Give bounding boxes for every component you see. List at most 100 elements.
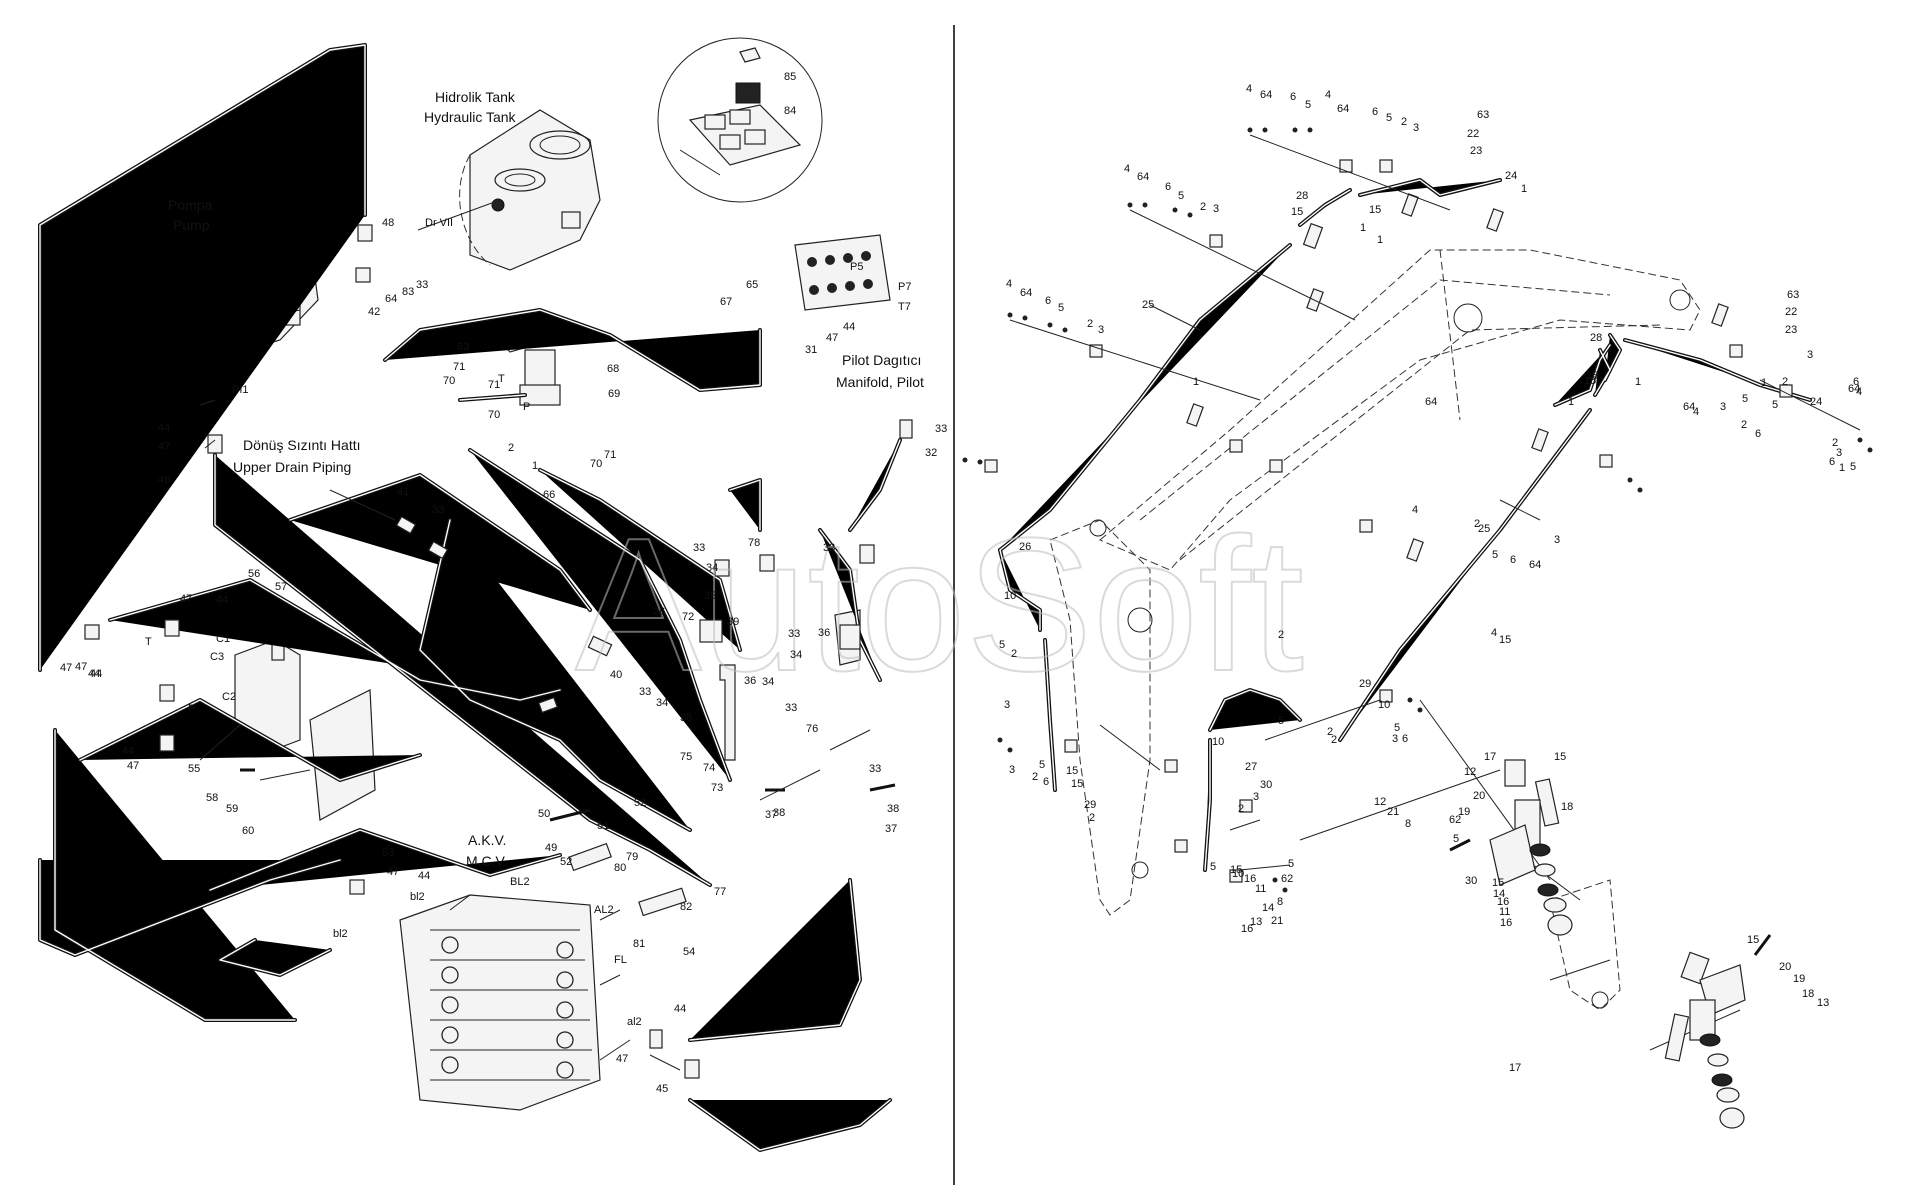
callout-number: 3 <box>1098 324 1104 336</box>
callout-number: 15 <box>1291 206 1303 218</box>
bolt-rows <box>962 127 1873 893</box>
callout-number: 70 <box>443 375 455 387</box>
port-label: bl2 <box>410 891 425 903</box>
callout-number: 47 <box>387 866 399 878</box>
callout-number: 68 <box>607 363 619 375</box>
callout-number: 37 <box>765 809 777 821</box>
callout-number: 62 <box>1281 873 1293 885</box>
callout-number: 3 <box>1009 764 1015 776</box>
callout-number: 25 <box>1478 523 1490 535</box>
callout-number: 78 <box>748 537 760 549</box>
port-label: C1 <box>216 633 230 645</box>
exploded-fittings <box>1449 759 1772 1129</box>
clamps <box>984 159 1793 883</box>
callout-number: 75 <box>680 751 692 763</box>
callout-number: 44 <box>158 422 170 434</box>
callout-number: 6 <box>1402 733 1408 745</box>
callout-number: 4 <box>1325 89 1331 101</box>
callout-number: 33 <box>416 279 428 291</box>
callout-number: 5 <box>1850 461 1856 473</box>
callout-number: 2 <box>1089 812 1095 824</box>
callout-number: 67 <box>720 296 732 308</box>
callout-number: 79 <box>626 851 638 863</box>
callout-number: 15 <box>1584 375 1596 387</box>
callout-number: 55 <box>188 763 200 775</box>
callout-number: 36 <box>680 712 692 724</box>
callout-number: 6 <box>1510 554 1516 566</box>
callout-number: 70 <box>590 458 602 470</box>
callout-number: 22 <box>1785 306 1797 318</box>
callout-number: 4 <box>1693 406 1699 418</box>
callout-number: 81 <box>633 938 645 950</box>
captions: Pompa Pump Hidrolik Tank Hydraulic Tank … <box>168 89 924 869</box>
callout-number: 63 <box>457 341 469 353</box>
callout-number: 44 <box>216 594 228 606</box>
callout-number: 1 <box>1635 376 1641 388</box>
callout-number: 47 <box>127 760 139 772</box>
pump-caption-en: Pump <box>173 217 210 233</box>
port-label: P <box>188 703 195 715</box>
callout-number: 5 <box>1305 99 1311 111</box>
callout-number: 71 <box>488 379 500 391</box>
callout-number: 5 <box>1772 399 1778 411</box>
callout-number: 44 <box>674 1003 686 1015</box>
port-label: C2 <box>222 691 236 703</box>
callout-number: 33 <box>432 504 444 516</box>
callout-number: 6 <box>1372 106 1378 118</box>
callout-number: 19 <box>1458 806 1470 818</box>
callout-number: 40 <box>610 669 622 681</box>
callout-number: 19 <box>1793 973 1805 985</box>
callout-number: 15 <box>1499 634 1511 646</box>
callout-number: 4 <box>1491 627 1497 639</box>
callout-number: 6 <box>1045 295 1051 307</box>
callout-number: 56 <box>248 568 260 580</box>
callout-number: 18 <box>1561 801 1573 813</box>
callout-number: 20 <box>1779 961 1791 973</box>
callout-number: 64 <box>1425 396 1437 408</box>
callout-number: 5 <box>1394 722 1400 734</box>
callout-number: 3 <box>1004 699 1010 711</box>
callout-number: 2 <box>1032 771 1038 783</box>
callout-number: 5 <box>1386 112 1392 124</box>
callout-number: 44 <box>418 870 430 882</box>
callout-number: 5 <box>1278 715 1284 727</box>
callout-number: 27 <box>1245 761 1257 773</box>
callout-number: 10 <box>1212 736 1224 748</box>
callout-number: 3 <box>1836 447 1842 459</box>
callout-number: 6 <box>1165 181 1171 193</box>
leaders-left <box>199 199 871 1071</box>
boom-outline <box>1099 249 1701 571</box>
callout-number: 64 <box>1260 89 1272 101</box>
callout-number: 6 <box>1853 376 1859 388</box>
callout-number: 80 <box>614 862 626 874</box>
callout-number: 1 <box>1193 376 1199 388</box>
callout-number: 83 <box>402 286 414 298</box>
callout-number: 3 <box>1807 349 1813 361</box>
callout-number: 10 <box>1378 699 1390 711</box>
port-label: P7 <box>898 281 911 293</box>
callout-number: 2 <box>1474 518 1480 530</box>
callout-number: 58 <box>206 792 218 804</box>
callout-number: 42 <box>368 306 380 318</box>
callout-number: 33 <box>869 763 881 775</box>
callout-number: 15 <box>1230 864 1242 876</box>
callout-number: 28 <box>1590 332 1602 344</box>
callout-number: 15 <box>1747 934 1759 946</box>
callout-number: 33 <box>693 542 705 554</box>
callout-number: 76 <box>806 723 818 735</box>
callout-number: 6 <box>1755 428 1761 440</box>
callout-number: 6 <box>1829 456 1835 468</box>
callout-number: 46 <box>158 474 170 486</box>
callout-number: 11 <box>1499 906 1510 918</box>
callout-number: 3 <box>1720 401 1726 413</box>
callout-number: 47 <box>158 441 170 453</box>
callout-number: 28 <box>1296 190 1308 202</box>
callout-number: 63 <box>1477 109 1489 121</box>
callout-number: 1 <box>1521 183 1527 195</box>
port-label: BL2 <box>510 876 530 888</box>
callout-number: 77 <box>714 886 726 898</box>
